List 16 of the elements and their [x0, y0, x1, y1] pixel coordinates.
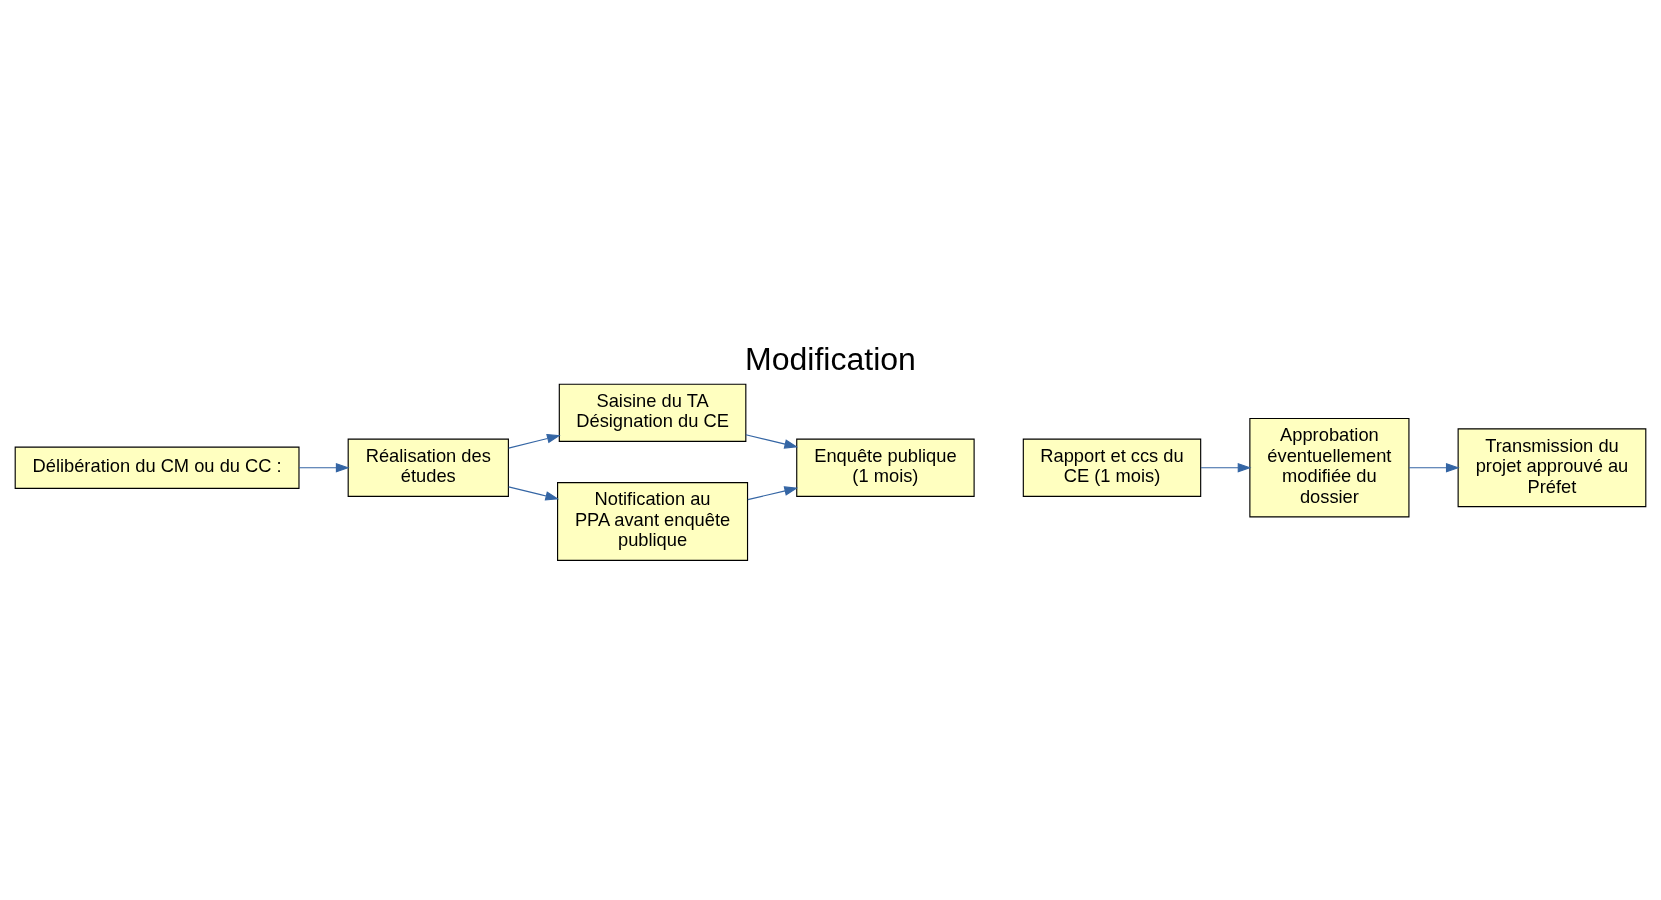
- node-box: Saisine du TA Désignation du CE: [558, 383, 747, 442]
- arrow: [1200, 462, 1252, 473]
- arrow: [508, 486, 560, 501]
- arrow: [1408, 462, 1460, 473]
- node-box: Transmission du projet approuvé au Préfet: [1457, 428, 1647, 508]
- node-box: Approbation éventuellement modifiée du dossier: [1249, 417, 1410, 518]
- arrow: [298, 462, 350, 473]
- arrow: [508, 433, 561, 449]
- arrow: [745, 434, 799, 449]
- arrow: [747, 486, 799, 501]
- node-box: Notification au PPA avant enquête publique: [557, 482, 749, 561]
- node-box: Enquête publique (1 mois): [796, 438, 975, 497]
- diagram-title: Modification: [745, 340, 916, 377]
- node-box: Rapport et ccs du CE (1 mois): [1022, 438, 1202, 497]
- node-box: Réalisation des études: [347, 438, 509, 497]
- node-box: Délibération du CM ou du CC :: [14, 446, 300, 489]
